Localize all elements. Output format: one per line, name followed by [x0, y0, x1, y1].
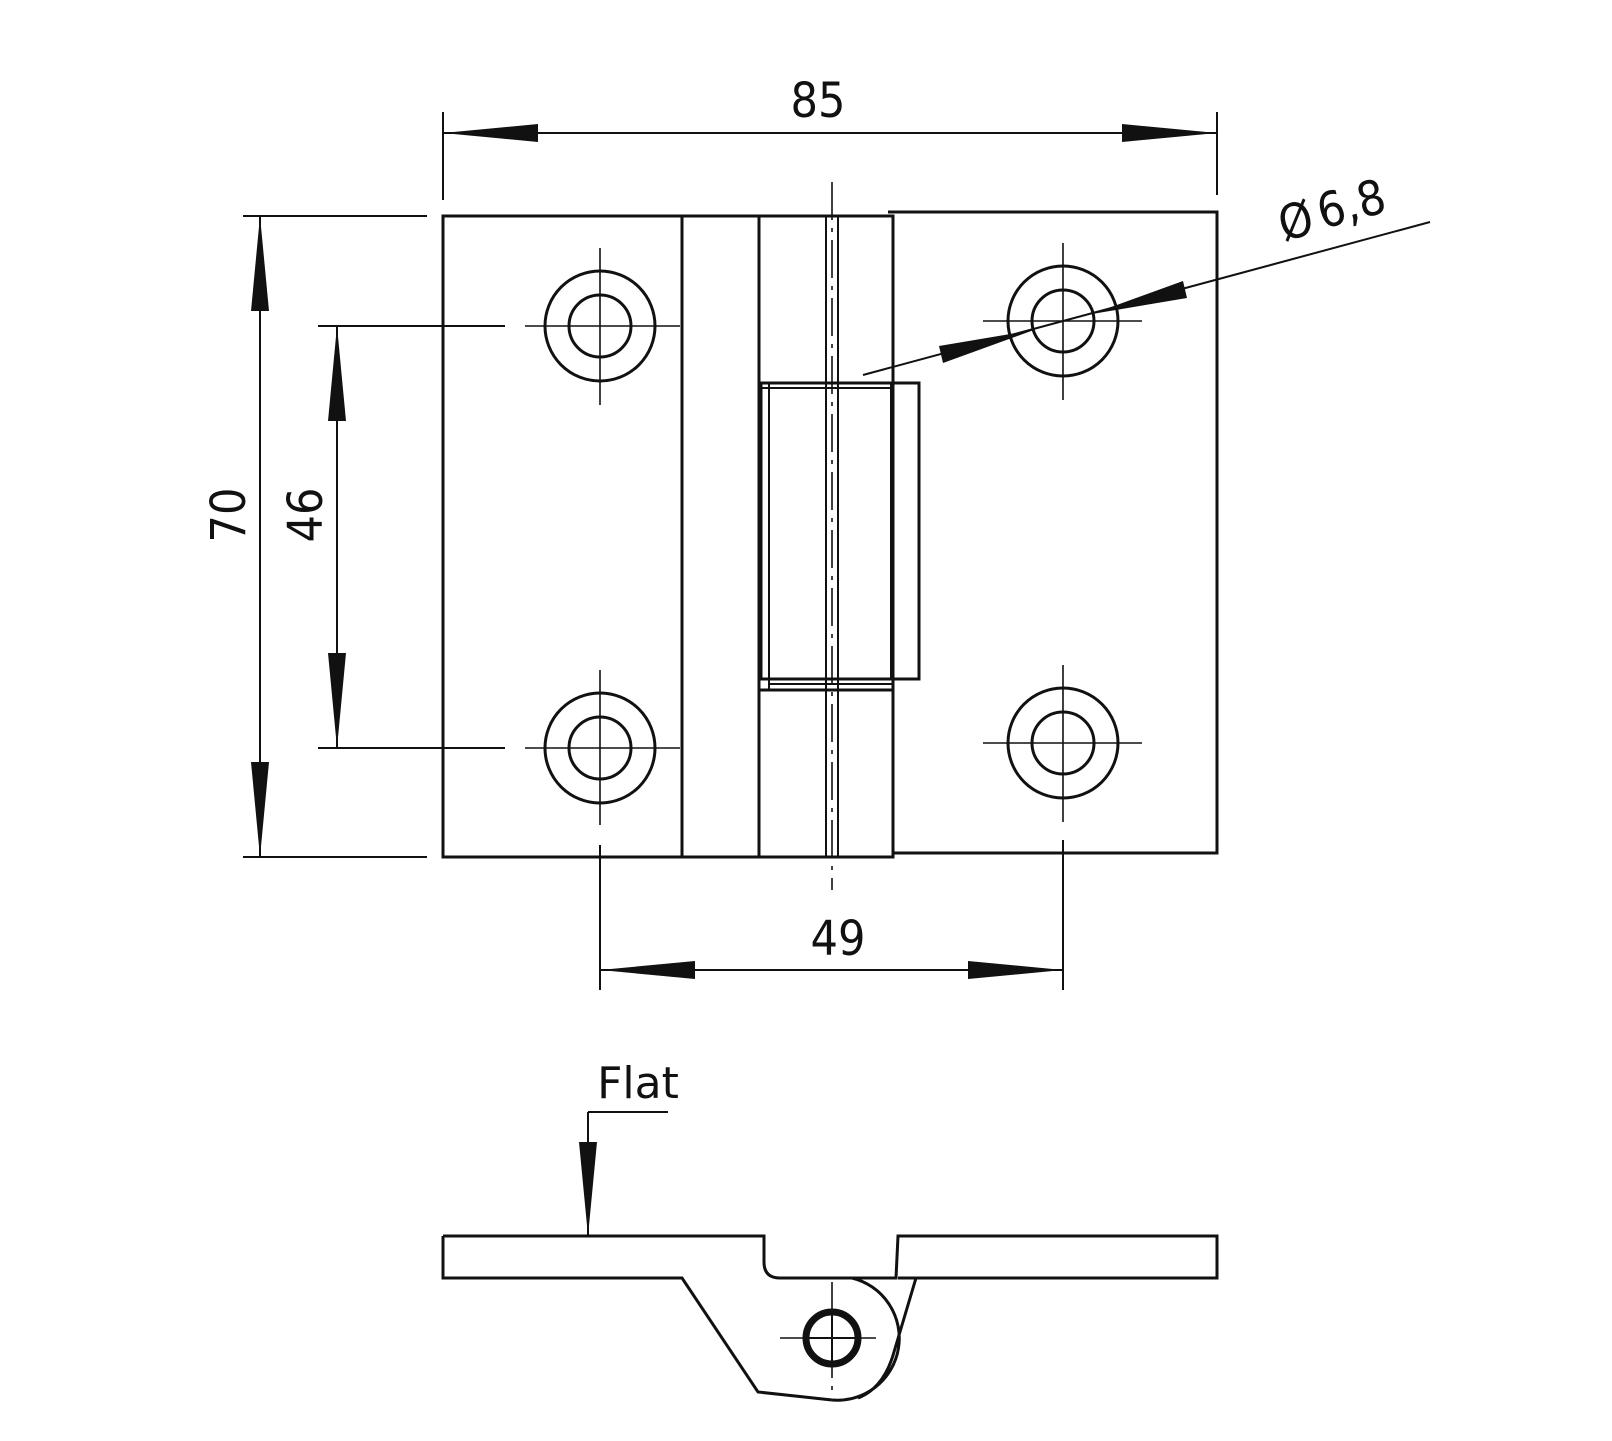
side-knuckle — [831, 1276, 918, 1402]
right-leaf-outline — [888, 210, 1219, 855]
flat-callout: Flat — [579, 1058, 679, 1236]
side-leaf-left — [443, 1234, 1219, 1280]
dim-diameter-label: 6,8 — [1311, 169, 1392, 241]
dim-46-label: 46 — [278, 488, 334, 543]
hole-top-left — [525, 248, 680, 405]
dimension-hole-spacing-horizontal: 49 — [599, 840, 1064, 990]
side-view: Flat — [441, 1058, 1219, 1402]
hole-bottom-right — [983, 665, 1142, 822]
front-view — [318, 182, 1219, 890]
middle-knuckle — [759, 381, 921, 681]
dimension-overall-height: 70 — [201, 215, 427, 858]
dim-70-label: 70 — [201, 488, 257, 543]
diameter-symbol: Ø — [1272, 190, 1319, 253]
flat-label: Flat — [597, 1058, 679, 1109]
hole-bottom-left — [525, 670, 680, 825]
dimension-hole-diameter: Ø 6,8 — [862, 169, 1431, 376]
dim-85-label: 85 — [791, 73, 846, 129]
dimension-overall-width: 85 — [442, 73, 1218, 200]
left-leaf-outline — [441, 214, 895, 859]
side-leaf-left-bottom — [441, 1236, 833, 1402]
dimension-hole-spacing-vertical: 46 — [278, 326, 346, 748]
dim-49-label: 49 — [811, 911, 866, 967]
